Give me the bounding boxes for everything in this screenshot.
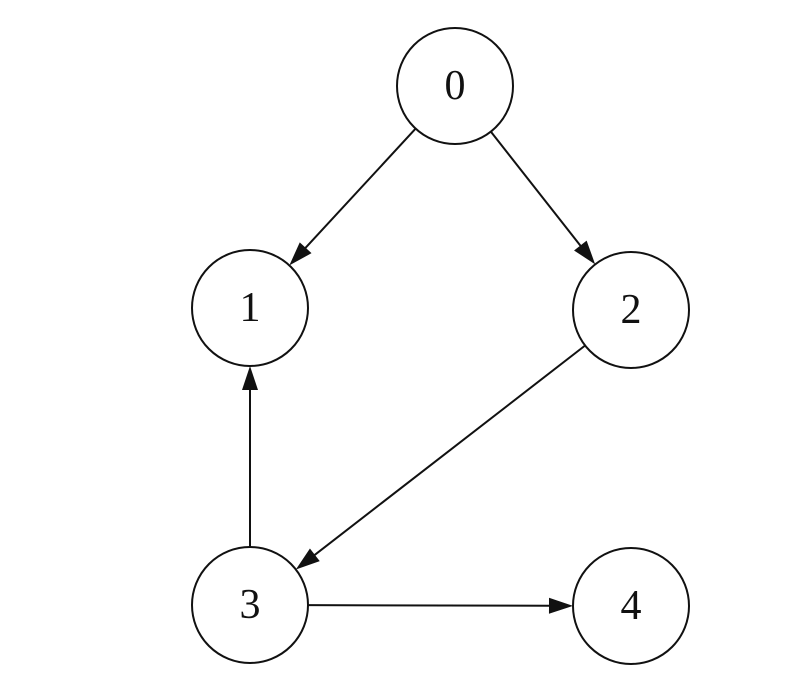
edge-line [312, 344, 586, 557]
node-label: 3 [240, 582, 261, 628]
arrowhead-icon [289, 242, 312, 266]
node-1: 1 [191, 249, 309, 367]
arrowhead-icon [548, 597, 574, 614]
arrowhead-icon [295, 548, 320, 570]
node-label: 4 [621, 583, 642, 629]
node-label: 2 [621, 287, 642, 333]
node-0: 0 [396, 27, 514, 145]
edge-line [303, 127, 417, 250]
node-3: 3 [191, 546, 309, 664]
node-circle [572, 251, 690, 369]
arrowhead-icon [574, 240, 596, 265]
edge-line [307, 604, 552, 607]
edges-layer [242, 127, 596, 614]
node-circle [191, 249, 309, 367]
edge-0-to-1 [289, 127, 417, 266]
node-label: 0 [445, 63, 466, 109]
arrowhead-icon [242, 366, 258, 390]
edge-0-to-2 [490, 130, 596, 265]
node-circle [191, 546, 309, 664]
edge-3-to-1 [242, 366, 258, 547]
node-2: 2 [572, 251, 690, 369]
node-label: 1 [240, 285, 261, 331]
nodes-layer: 0 1 2 3 4 [191, 27, 690, 665]
node-circle [396, 27, 514, 145]
edge-line [490, 130, 583, 248]
node-4: 4 [572, 547, 690, 665]
node-circle [572, 547, 690, 665]
edge-2-to-3 [295, 344, 586, 570]
edge-3-to-4 [307, 597, 574, 614]
